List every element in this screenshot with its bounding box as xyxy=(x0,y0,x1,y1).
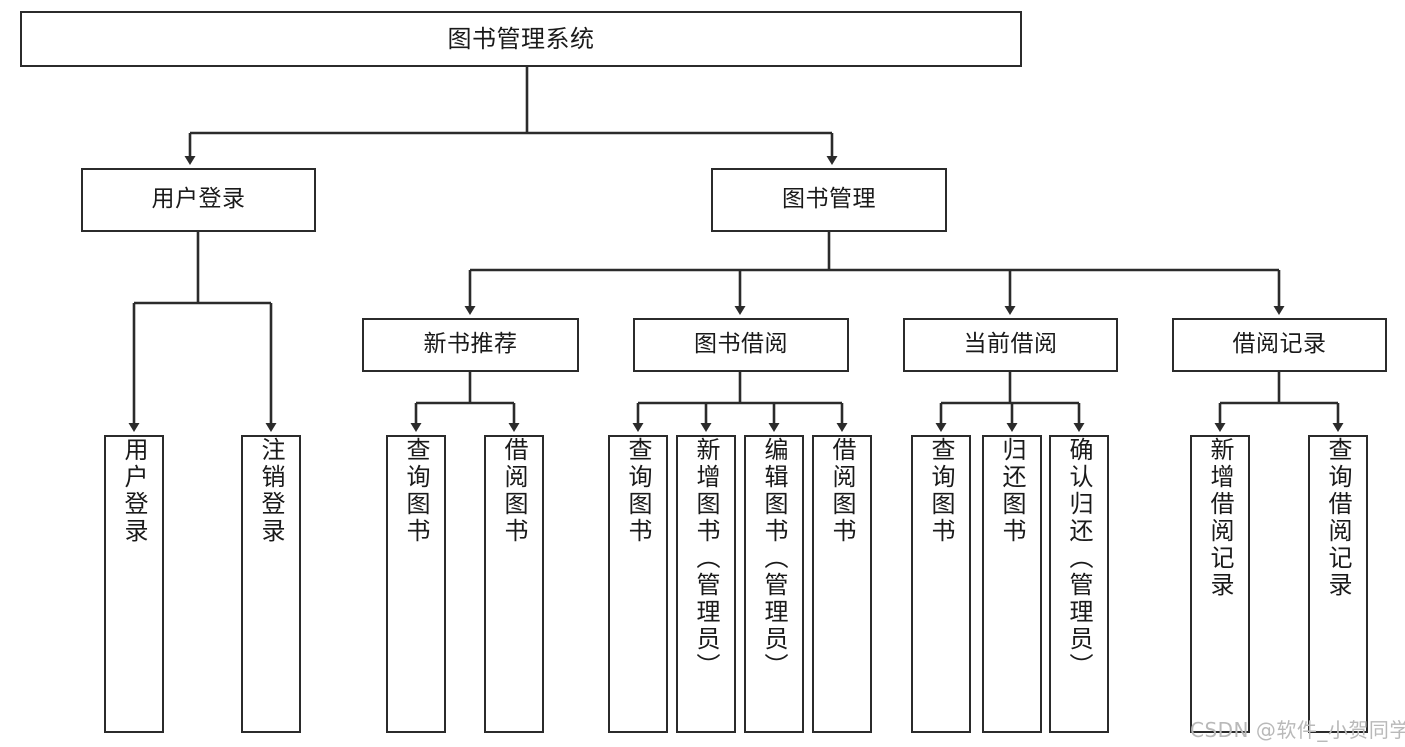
node-label: 借阅图书 xyxy=(828,437,856,545)
leaf-edit-book-admin[interactable]: 编辑图书（管理员） xyxy=(744,435,804,733)
node-label: 查询图书 xyxy=(402,437,430,545)
node-label: 新书推荐 xyxy=(423,331,518,358)
node-label: 图书管理 xyxy=(782,186,876,213)
watermark: CSDN @软件_小贺同学 xyxy=(1190,718,1405,742)
node-root-system[interactable]: 图书管理系统 xyxy=(20,11,1022,67)
node-label: 查询图书 xyxy=(624,437,652,545)
node-label: 编辑图书（管理员） xyxy=(760,437,788,680)
leaf-return-book[interactable]: 归还图书 xyxy=(982,435,1042,733)
leaf-add-book-admin[interactable]: 新增图书（管理员） xyxy=(676,435,736,733)
node-label: 注销登录 xyxy=(257,437,285,545)
leaf-user-login[interactable]: 用户登录 xyxy=(104,435,164,733)
node-label: 当前借阅 xyxy=(963,331,1058,358)
node-label: 图书管理系统 xyxy=(447,24,595,53)
node-label: 查询图书 xyxy=(927,437,955,545)
node-label: 用户登录 xyxy=(151,186,246,213)
leaf-borrow-book-recommend[interactable]: 借阅图书 xyxy=(484,435,544,733)
node-label: 查询借阅记录 xyxy=(1324,437,1352,599)
node-borrow-record[interactable]: 借阅记录 xyxy=(1172,318,1387,372)
node-label: 用户登录 xyxy=(120,437,148,545)
leaf-confirm-return-admin[interactable]: 确认归还（管理员） xyxy=(1049,435,1109,733)
node-label: 借阅图书 xyxy=(500,437,528,545)
node-book-borrow[interactable]: 图书借阅 xyxy=(633,318,849,372)
node-label: 新增借阅记录 xyxy=(1206,437,1234,599)
node-label: 确认归还（管理员） xyxy=(1065,437,1093,680)
node-label: 新增图书（管理员） xyxy=(692,437,720,680)
node-user-login[interactable]: 用户登录 xyxy=(81,168,316,232)
node-label: 归还图书 xyxy=(998,437,1026,545)
leaf-borrow-book[interactable]: 借阅图书 xyxy=(812,435,872,733)
leaf-query-book-current[interactable]: 查询图书 xyxy=(911,435,971,733)
node-book-management[interactable]: 图书管理 xyxy=(711,168,947,232)
node-label: 借阅记录 xyxy=(1232,331,1327,358)
leaf-query-book-recommend[interactable]: 查询图书 xyxy=(386,435,446,733)
node-label: 图书借阅 xyxy=(694,331,788,358)
leaf-query-borrow-record[interactable]: 查询借阅记录 xyxy=(1308,435,1368,733)
leaf-query-book-borrow[interactable]: 查询图书 xyxy=(608,435,668,733)
node-current-borrow[interactable]: 当前借阅 xyxy=(903,318,1118,372)
node-new-book-recommend[interactable]: 新书推荐 xyxy=(362,318,579,372)
leaf-logout[interactable]: 注销登录 xyxy=(241,435,301,733)
leaf-add-borrow-record[interactable]: 新增借阅记录 xyxy=(1190,435,1250,733)
